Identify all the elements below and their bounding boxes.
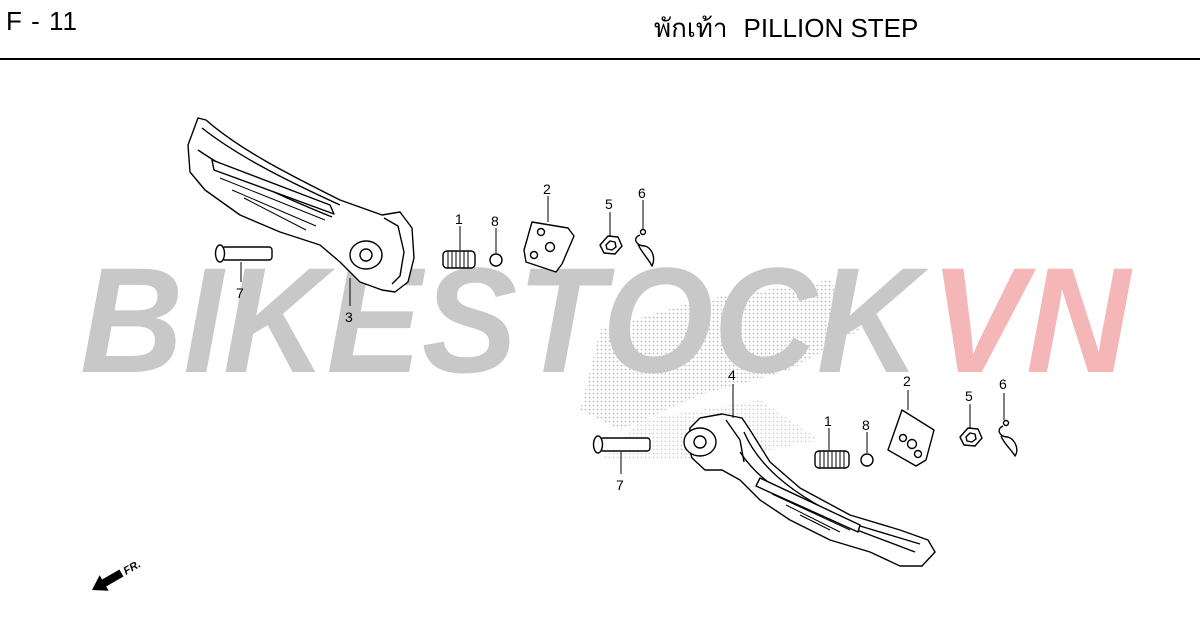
callout-lower-clip: 6 (999, 376, 1007, 392)
upper-leaders (240, 196, 644, 306)
watermark: BIKESTOCK VN (80, 236, 1133, 460)
page-title-thai: พักเท้า (654, 13, 728, 43)
lower-pin[interactable] (592, 435, 651, 454)
lower-spring[interactable] (814, 450, 850, 469)
watermark-text-main: BIKESTOCK (80, 236, 929, 404)
callout-upper-spring: 1 (455, 211, 463, 227)
callout-lower-spring: 1 (824, 413, 832, 429)
upper-pillion-step[interactable] (187, 117, 415, 293)
upper-ball[interactable] (489, 253, 503, 267)
front-arrow-icon: FR. (92, 558, 143, 591)
lower-leaders (620, 384, 1005, 474)
page-code: F - 11 (6, 6, 78, 36)
lower-clip[interactable] (998, 419, 1018, 457)
lower-callouts: 7 4 1 8 2 5 6 (616, 367, 1007, 493)
upper-spring[interactable] (442, 250, 476, 269)
upper-callouts: 7 3 1 8 2 5 6 (236, 181, 646, 325)
callout-lower-ball: 8 (862, 417, 870, 433)
callout-lower-plate: 2 (903, 373, 911, 389)
upper-pin[interactable] (214, 244, 273, 263)
callout-upper-washer: 5 (605, 196, 613, 212)
callout-upper-pin: 7 (236, 285, 244, 301)
lower-ball[interactable] (860, 453, 874, 467)
lower-pillion-step[interactable] (683, 413, 936, 567)
front-label: FR. (122, 558, 143, 577)
callout-upper-step: 3 (345, 309, 353, 325)
callout-lower-step: 4 (728, 367, 736, 383)
callout-upper-ball: 8 (491, 213, 499, 229)
watermark-text-accent: VN (930, 236, 1133, 404)
page-title-english: PILLION STEP (743, 13, 919, 43)
lower-plate[interactable] (887, 409, 935, 467)
upper-assembly (187, 117, 655, 293)
callout-upper-clip: 6 (638, 185, 646, 201)
page-title: พักเท้า PILLION STEP (654, 8, 934, 49)
upper-washer[interactable] (599, 235, 623, 255)
page-header: F - 11 พักเท้า PILLION STEP (0, 0, 1200, 60)
upper-plate[interactable] (523, 221, 575, 273)
callout-lower-pin: 7 (616, 477, 624, 493)
callout-lower-washer: 5 (965, 388, 973, 404)
lower-washer[interactable] (959, 427, 983, 447)
lower-assembly (592, 409, 1018, 567)
callout-upper-plate: 2 (543, 181, 551, 197)
